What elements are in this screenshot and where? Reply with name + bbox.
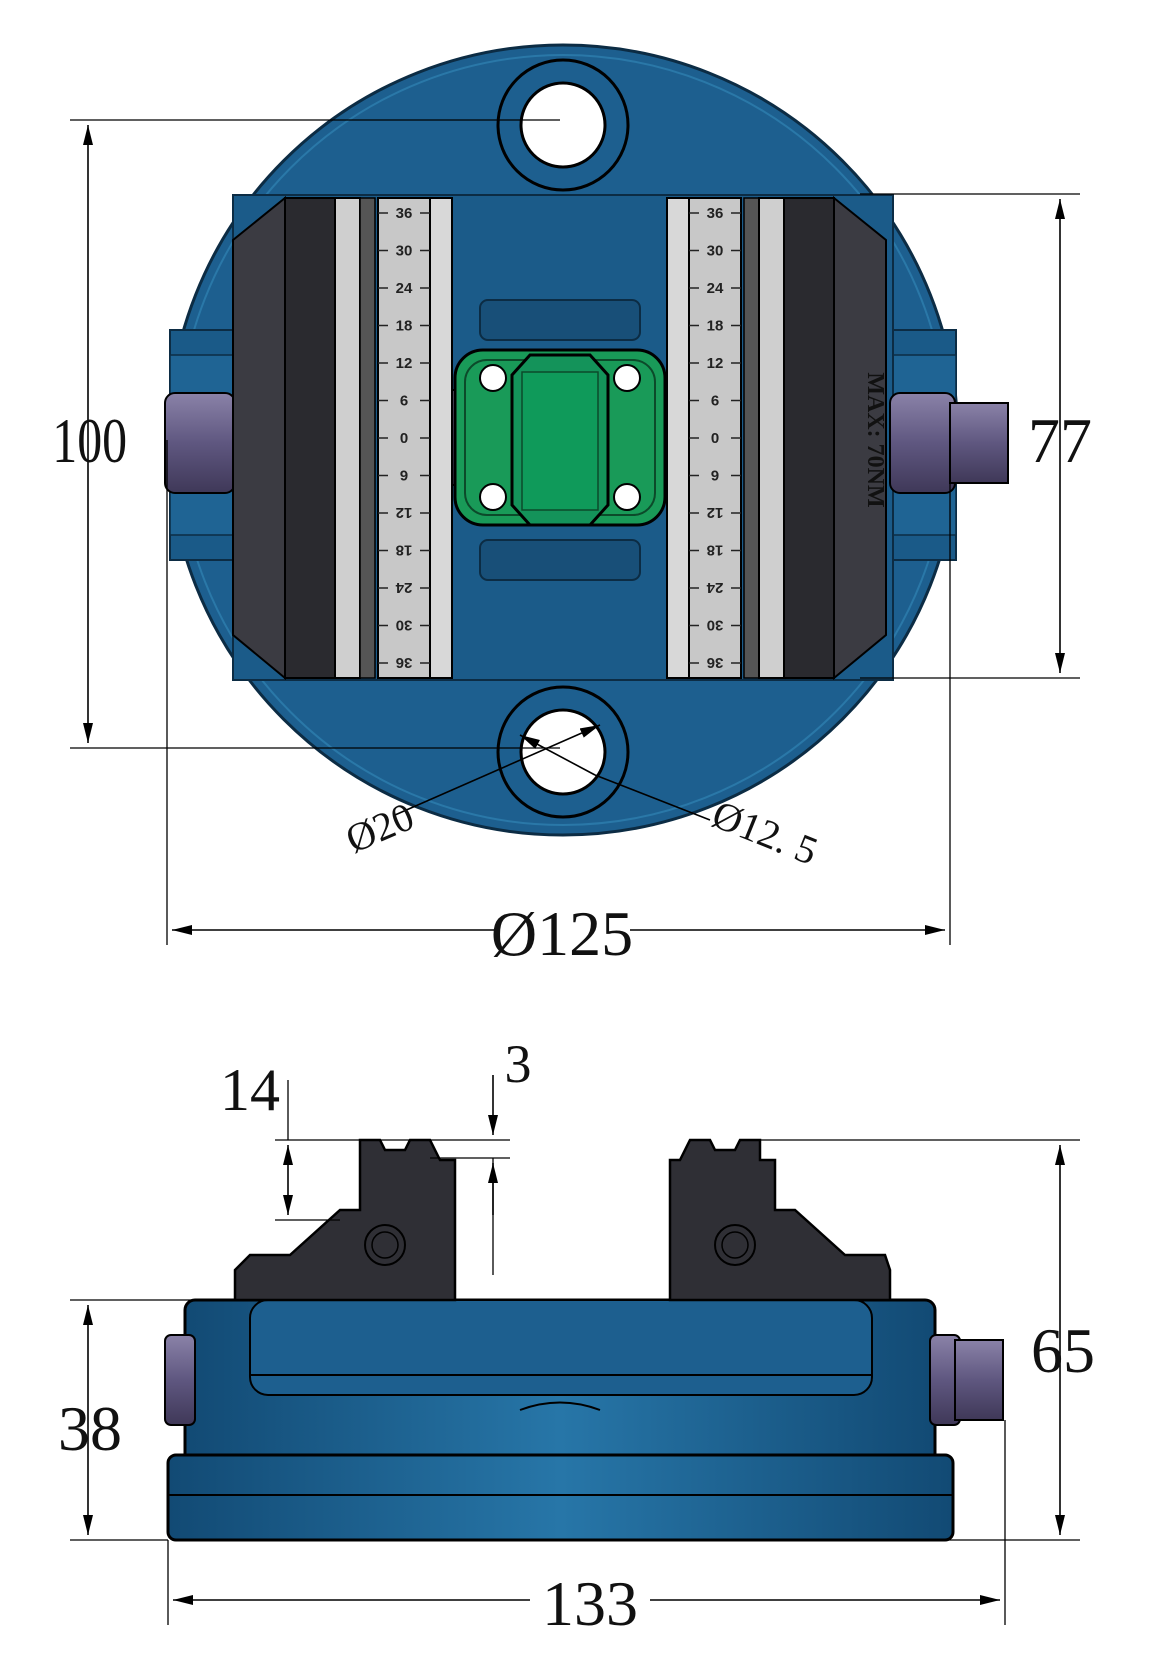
top-view: 36 30 24 18 12 6 0 6 12 18 24 30 36 36 30 24 18 12 6 0 6 12 1… (52, 43, 1092, 969)
left-scale-label: 6 (400, 467, 408, 484)
left-scale-label: 24 (396, 280, 413, 297)
screw-left-end (164, 392, 236, 494)
side-screw-left (164, 1334, 196, 1426)
left-scale-label: 36 (396, 205, 413, 222)
dim-height-100: 100 (52, 406, 127, 476)
screw-hex-head (949, 402, 1009, 484)
right-scale-label: 30 (707, 617, 724, 634)
left-scale-label: 18 (396, 542, 413, 559)
dim-jaw-offset-3: 3 (505, 1034, 532, 1094)
left-scale-label: 12 (396, 504, 413, 521)
scale-numbers-right: 36 30 24 18 12 6 0 6 12 18 24 30 36 (689, 205, 741, 671)
right-scale-label: 18 (707, 318, 724, 335)
left-scale-label: 0 (400, 430, 408, 447)
right-scale-label: 18 (707, 542, 724, 559)
left-scale-label: 12 (396, 355, 413, 372)
side-hex-head (954, 1339, 1004, 1421)
dim-overall-width-133: 133 (542, 1568, 638, 1639)
right-scale-label: 12 (707, 504, 724, 521)
right-scale-label: 36 (707, 205, 724, 222)
left-scale-label: 30 (396, 617, 413, 634)
right-scale-label: 30 (707, 243, 724, 260)
side-right-jaw (668, 1138, 892, 1302)
right-scale-label: 12 (707, 355, 724, 372)
left-scale-label: 36 (396, 654, 413, 671)
right-jaw (666, 195, 887, 681)
right-scale-label: 6 (711, 393, 719, 410)
left-scale-label: 30 (396, 243, 413, 260)
side-view: 14 3 65 38 133 (58, 1034, 1095, 1639)
top-bore (519, 81, 607, 169)
dim-bore-12-5: Ø12. 5 (706, 791, 824, 874)
bottom-bore (519, 708, 607, 796)
dim-diameter-125: Ø125 (491, 898, 633, 969)
left-scale-label: 18 (396, 318, 413, 335)
dim-jaw-span-77: 77 (1028, 405, 1092, 476)
dim-jaw-step-14: 14 (220, 1057, 280, 1123)
torque-note: MAX: 70NM (862, 372, 888, 507)
left-scale-label: 6 (400, 393, 408, 410)
right-scale-label: 0 (711, 430, 719, 447)
right-scale-label: 24 (706, 579, 723, 596)
left-scale-label: 24 (395, 579, 412, 596)
dim-base-height-38: 38 (58, 1393, 122, 1464)
left-jaw (232, 195, 453, 681)
screw-right-end (889, 392, 956, 494)
right-scale-label: 6 (711, 467, 719, 484)
scale-numbers-left: 36 30 24 18 12 6 0 6 12 18 24 30 36 (378, 205, 430, 671)
dim-overall-height-65: 65 (1031, 1315, 1095, 1386)
right-scale-label: 36 (707, 654, 724, 671)
right-scale-label: 24 (707, 280, 724, 297)
side-left-jaw (233, 1138, 457, 1302)
